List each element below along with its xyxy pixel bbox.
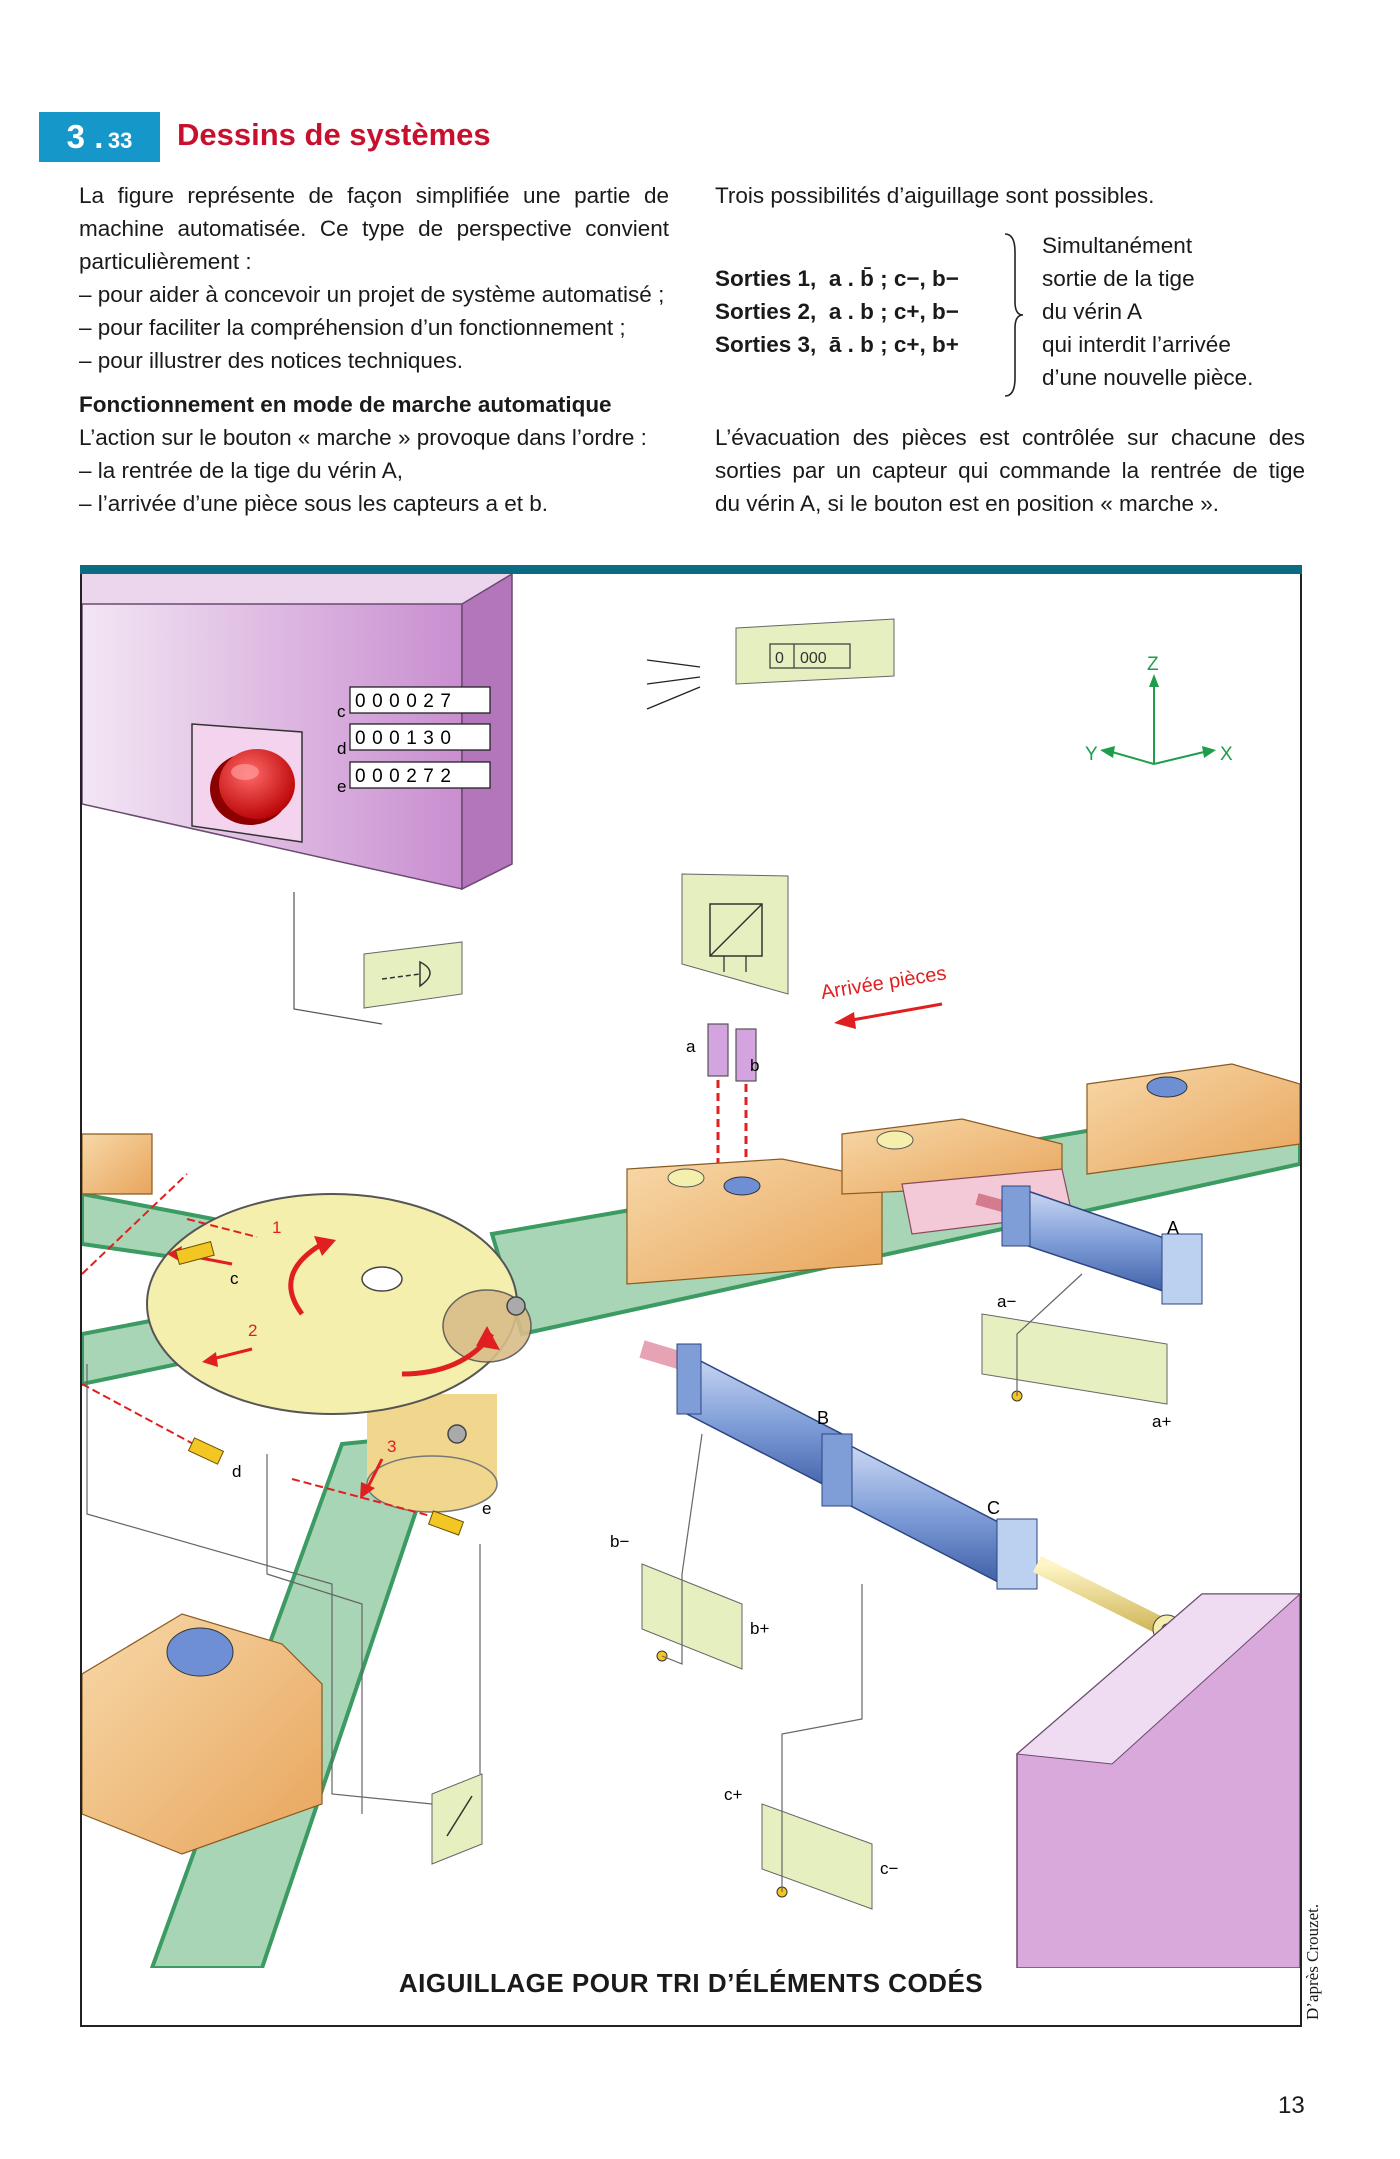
- left-intro: La figure représente de façon simplifiée…: [79, 179, 669, 377]
- text-line: – pour illustrer des notices techniques.: [79, 348, 463, 373]
- cabinet: [1015, 1593, 1300, 1968]
- svg-text:000: 000: [800, 650, 827, 667]
- svg-text:2: 2: [248, 1321, 257, 1340]
- control-panel: [82, 574, 513, 891]
- svg-text:c: c: [230, 1269, 239, 1288]
- svg-text:B: B: [817, 1408, 829, 1428]
- valve-C: c+ c−: [724, 1785, 899, 1910]
- output-row-2: Sorties 2, a . b ; c+, b−: [715, 299, 959, 324]
- svg-text:a: a: [686, 1037, 696, 1056]
- valve-B: b− b+: [610, 1532, 769, 1670]
- svg-text:X: X: [1220, 744, 1233, 765]
- xyz-axes: Z Y X: [1085, 654, 1233, 765]
- arrival-indicator: Arrivée pièces: [819, 962, 948, 1029]
- button-symbol: [293, 892, 463, 1025]
- counter-e: e 000272: [337, 761, 491, 796]
- note-block: Simultanément sortie de la tige du vérin…: [1042, 229, 1253, 394]
- text-line: L’évacuation des pièces est contrôlée su…: [715, 425, 1305, 450]
- svg-text:3: 3: [387, 1437, 396, 1456]
- svg-text:C: C: [987, 1498, 1000, 1518]
- svg-text:c−: c−: [880, 1859, 899, 1878]
- rotary-plate: [146, 1193, 532, 1513]
- figure-top-bar: [80, 565, 1302, 574]
- system-illustration: c 000027 d 000130 e 000272 0 000 Z Y X: [82, 574, 1300, 1968]
- svg-text:b−: b−: [610, 1532, 629, 1551]
- switch-symbol: [431, 1773, 483, 1865]
- cylinder-A: A: [975, 1185, 1203, 1305]
- valve-A: a− a+: [981, 1292, 1171, 1431]
- exit-arrows: 1 2 3: [82, 1173, 443, 1520]
- svg-text:000130: 000130: [355, 728, 457, 749]
- text-line: – pour faciliter la compréhension d’un f…: [79, 315, 626, 340]
- text-line: du vérin A: [1042, 299, 1143, 324]
- text-line: particulièrement :: [79, 249, 252, 274]
- exit-sensors: c d e: [175, 1240, 491, 1536]
- text-line: Simultanément: [1042, 233, 1193, 258]
- left-action: L’action sur le bouton « marche » provoq…: [79, 421, 669, 520]
- svg-text:A: A: [1167, 1218, 1179, 1238]
- svg-text:c+: c+: [724, 1785, 743, 1804]
- counter-symbol: 0 000: [646, 618, 895, 710]
- svg-text:1: 1: [272, 1218, 281, 1237]
- marche-button-icon: [219, 749, 295, 819]
- counter-d: d 000130: [337, 723, 491, 758]
- evacuation-text: L’évacuation des pièces est contrôlée su…: [715, 421, 1305, 520]
- svg-text:a−: a−: [997, 1292, 1016, 1311]
- section-title: Dessins de systèmes: [177, 117, 491, 152]
- svg-text:Z: Z: [1147, 654, 1159, 675]
- outputs-list: Sorties 1, a . b̄ ; c−, b− Sorties 2, a …: [715, 262, 959, 361]
- operation-heading: Fonctionnement en mode de marche automat…: [79, 392, 612, 417]
- text-line: machine automatisée. Ce type de perspect…: [79, 216, 669, 241]
- svg-text:000272: 000272: [355, 766, 457, 787]
- output-row-1: Sorties 1, a . b̄ ; c−, b−: [715, 266, 959, 291]
- svg-text:e: e: [482, 1499, 491, 1518]
- svg-text:e: e: [337, 777, 346, 796]
- sensors-ab: a b: [686, 1023, 759, 1169]
- text-line: La figure représente de façon simplifiée…: [79, 183, 669, 208]
- svg-text:c: c: [337, 702, 346, 721]
- brace-icon: [1004, 233, 1024, 397]
- output-row-3: Sorties 3, ā . b ; c+, b+: [715, 332, 959, 357]
- cylinder-B: B: [639, 1340, 843, 1496]
- text-line: – la rentrée de la tige du vérin A,: [79, 458, 403, 483]
- text-line: L’action sur le bouton « marche » provoq…: [79, 425, 647, 450]
- cylinder-C: C: [821, 1433, 1182, 1644]
- svg-text:a+: a+: [1152, 1412, 1171, 1431]
- text-line: – pour aider à concevoir un projet de sy…: [79, 282, 665, 307]
- text-line: du vérin A, si le bouton est en position…: [715, 491, 1220, 516]
- text-line: d’une nouvelle pièce.: [1042, 365, 1254, 390]
- sensor-ab-symbol: [681, 873, 789, 995]
- svg-text:b: b: [750, 1056, 759, 1075]
- svg-text:Arrivée pièces: Arrivée pièces: [819, 962, 948, 1004]
- image-credit: D’après Crouzet.: [1303, 1903, 1322, 2020]
- text-line: qui interdit l’arrivée: [1042, 332, 1231, 357]
- section-number-badge: 3 . 33: [39, 112, 160, 162]
- figure-caption: AIGUILLAGE POUR TRI D’ÉLÉMENTS CODÉS: [398, 1968, 984, 1998]
- counter-c: c 000027: [337, 686, 491, 721]
- svg-text:Y: Y: [1085, 744, 1098, 765]
- wiring: [86, 1273, 1083, 1892]
- pieces: [82, 1063, 1300, 1855]
- svg-text:0: 0: [775, 650, 784, 667]
- svg-text:b+: b+: [750, 1619, 769, 1638]
- section-number: 3 . 33: [66, 118, 133, 155]
- text-line: – l’arrivée d’une pièce sous les capteur…: [79, 491, 549, 516]
- svg-text:d: d: [232, 1462, 241, 1481]
- right-intro: Trois possibilités d’aiguillage sont pos…: [715, 183, 1155, 208]
- svg-text:000027: 000027: [355, 691, 457, 712]
- text-line: sortie de la tige: [1042, 266, 1195, 291]
- svg-text:d: d: [337, 739, 346, 758]
- text-line: sorties par un capteur qui commande la r…: [715, 458, 1305, 483]
- page-number: 13: [1278, 2092, 1305, 2119]
